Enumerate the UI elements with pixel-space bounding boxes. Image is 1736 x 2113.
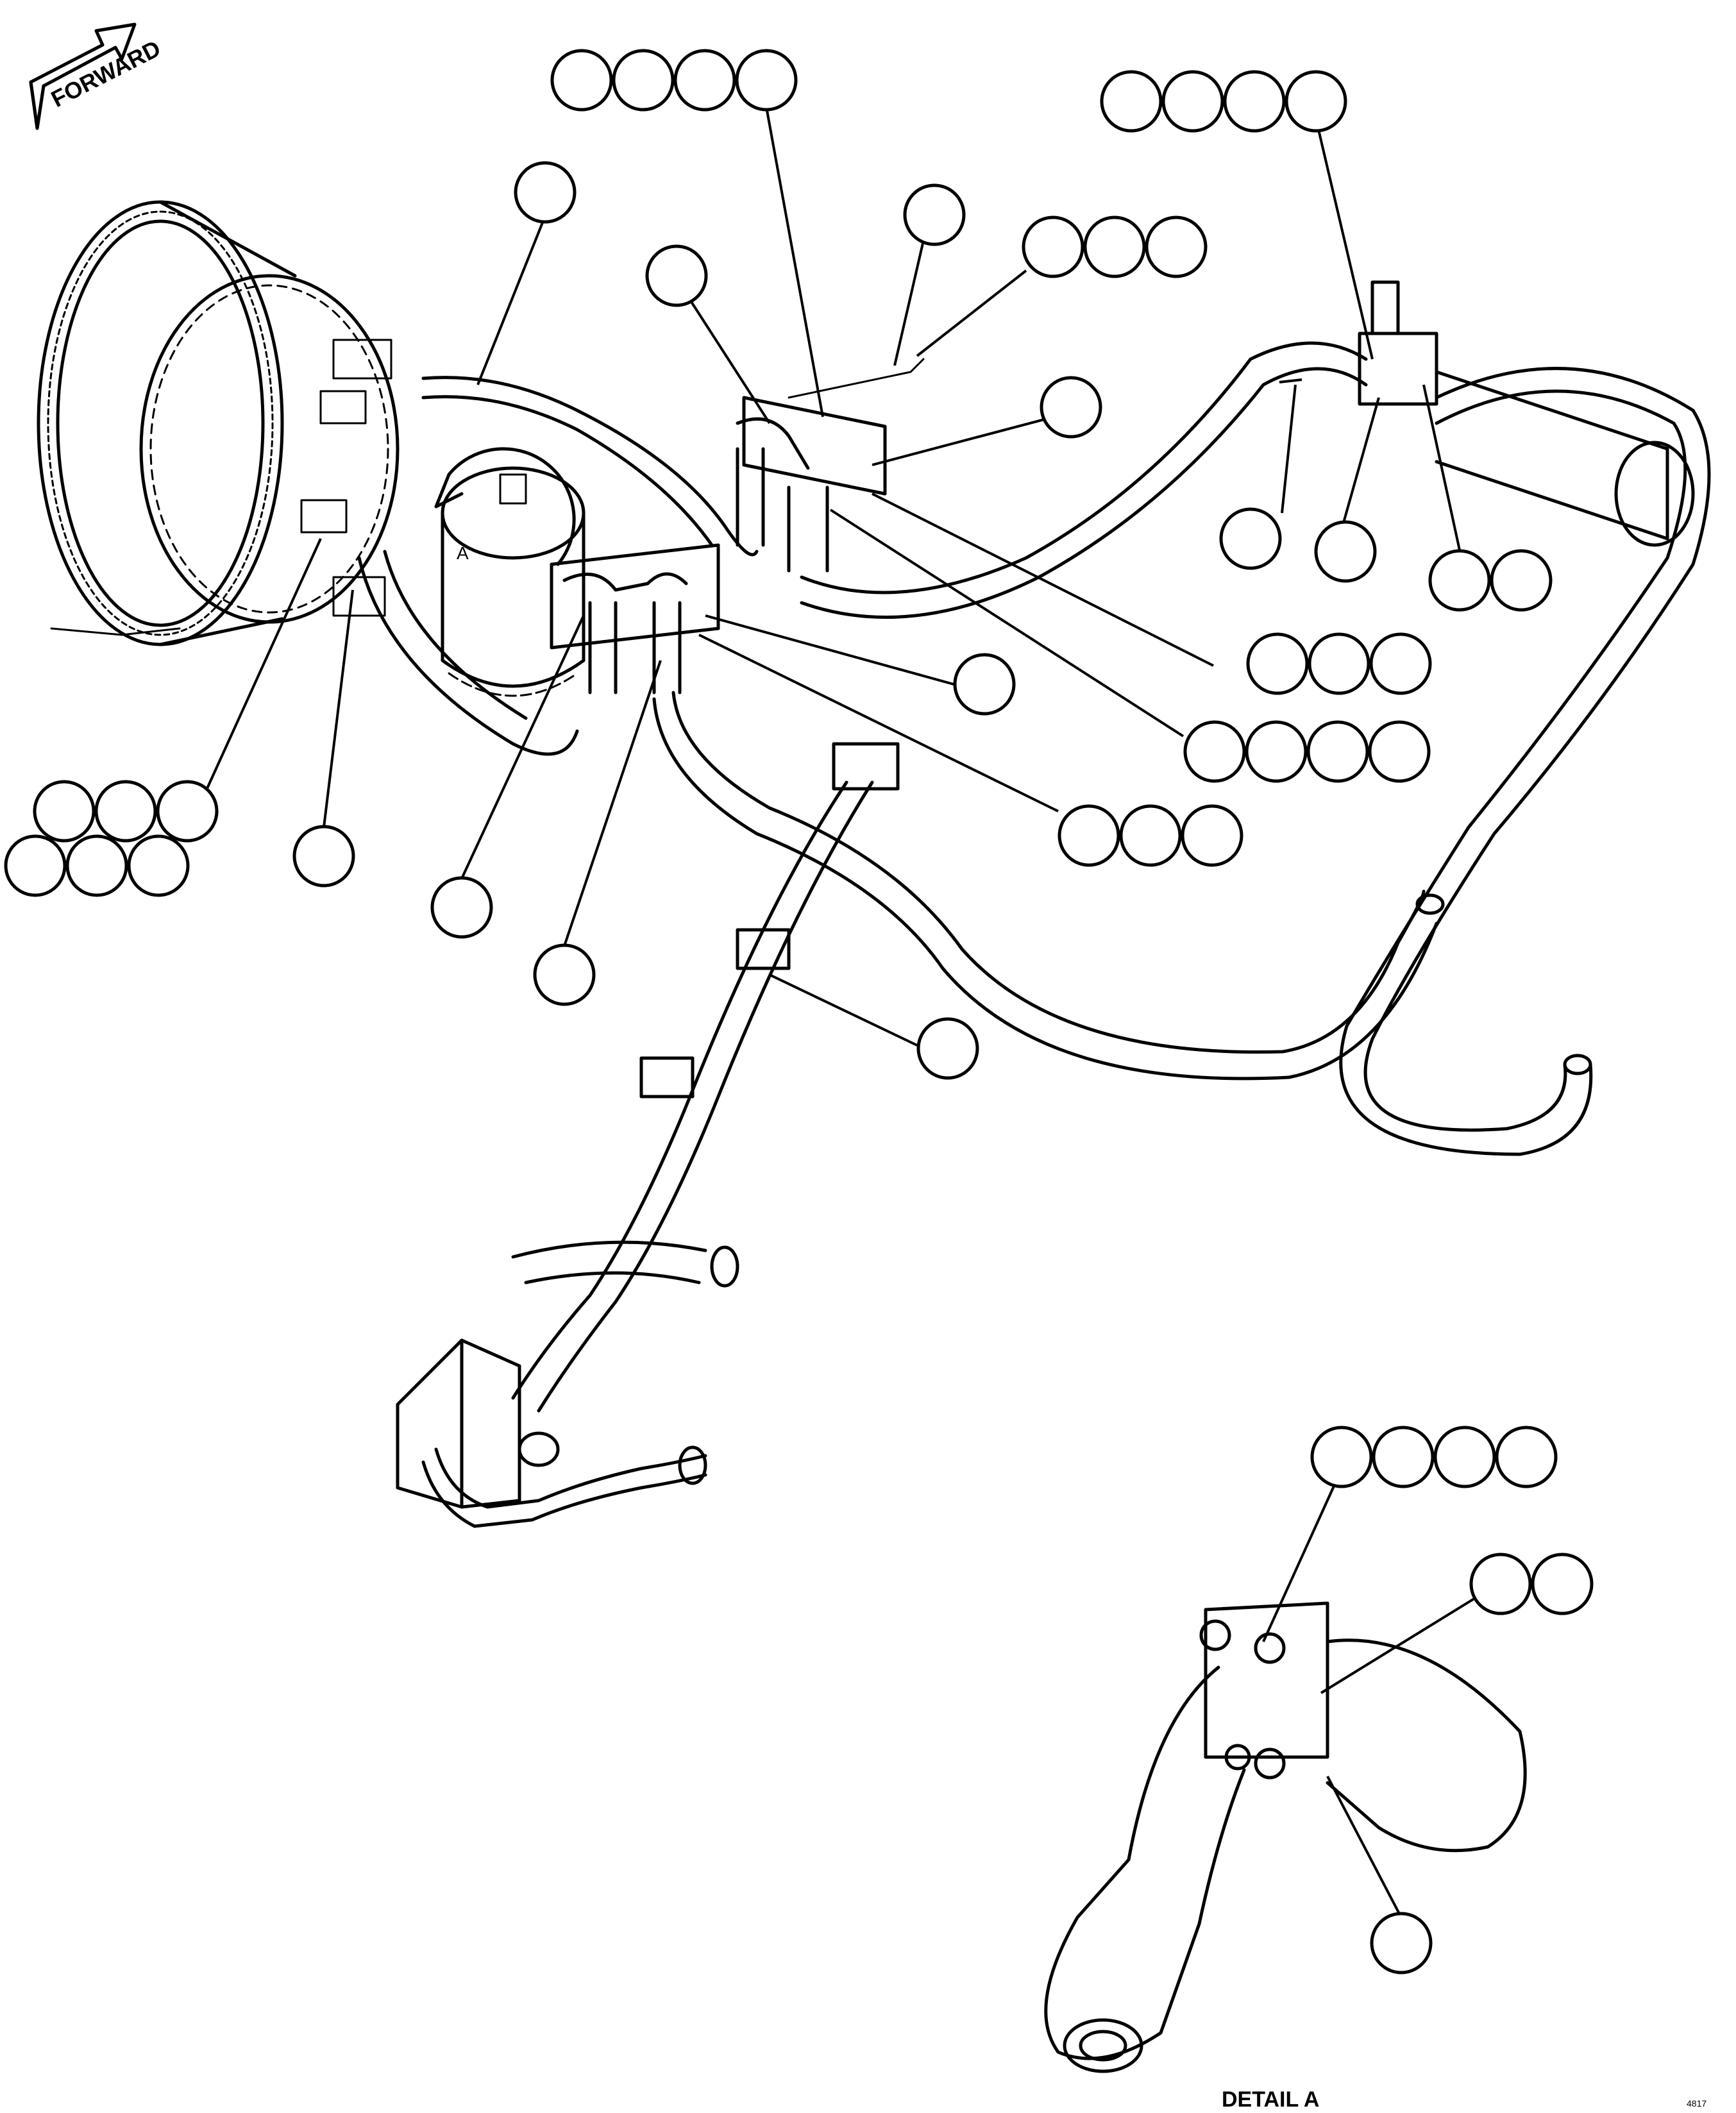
callout-balloon[interactable] <box>1490 549 1553 612</box>
callout-balloon[interactable] <box>1183 720 1246 783</box>
callout-balloon[interactable] <box>916 1017 979 1080</box>
manifold-bracket <box>550 543 720 695</box>
callout-balloon[interactable] <box>673 49 736 112</box>
callout-balloon[interactable] <box>1433 1426 1496 1488</box>
callout-balloon[interactable] <box>514 161 577 224</box>
callout-balloon[interactable] <box>1370 1912 1433 1974</box>
callout-balloon[interactable] <box>1372 1426 1435 1488</box>
callout-balloon[interactable] <box>33 780 96 843</box>
callout-balloon[interactable] <box>1314 520 1377 583</box>
right-valve-body <box>1358 280 1695 547</box>
callout-balloon[interactable] <box>1181 804 1243 867</box>
callout-balloon[interactable] <box>533 943 596 1006</box>
callout-balloon[interactable] <box>1083 215 1146 278</box>
callout-balloon[interactable] <box>156 780 219 843</box>
callout-balloon[interactable] <box>1531 1553 1594 1615</box>
callout-balloon[interactable] <box>1223 70 1286 133</box>
callout-balloon[interactable] <box>550 49 613 112</box>
callout-balloon[interactable] <box>645 244 708 307</box>
callout-balloon[interactable] <box>65 834 128 897</box>
detail-a-drawing <box>1044 1601 1527 2073</box>
figure-number: 4817 <box>1687 2098 1707 2109</box>
ring-gear-assembly <box>37 200 400 646</box>
callout-balloon[interactable] <box>1161 70 1224 133</box>
callout-balloon[interactable] <box>1306 720 1369 783</box>
callout-balloon[interactable] <box>1368 720 1431 783</box>
callout-balloon[interactable] <box>430 876 493 939</box>
callout-balloon[interactable] <box>1469 1553 1532 1615</box>
callout-balloon[interactable] <box>1308 632 1370 695</box>
callout-balloon[interactable] <box>1219 507 1282 570</box>
lower-box-assembly <box>396 1338 707 1528</box>
detail-callout-label: A <box>457 543 469 563</box>
callout-balloon[interactable] <box>1119 804 1182 867</box>
callout-balloon[interactable] <box>1245 720 1308 783</box>
callout-balloon[interactable] <box>4 834 67 897</box>
callout-balloon[interactable] <box>1285 70 1347 133</box>
hose-network <box>357 341 1711 1413</box>
callout-balloon[interactable] <box>127 834 190 897</box>
detail-a-caption: DETAIL A <box>1222 2087 1319 2112</box>
turbine-housing <box>434 447 586 697</box>
callout-balloon[interactable] <box>1145 215 1208 278</box>
callout-balloon[interactable] <box>1040 376 1102 439</box>
callout-balloon[interactable] <box>292 825 355 888</box>
callout-balloon[interactable] <box>612 49 675 112</box>
callout-balloon[interactable] <box>1428 549 1491 612</box>
upper-bracket <box>736 358 925 573</box>
callout-balloon[interactable] <box>1246 632 1309 695</box>
callout-balloon[interactable] <box>1369 632 1432 695</box>
callout-balloon[interactable] <box>903 183 966 246</box>
callout-balloon[interactable] <box>1100 70 1163 133</box>
forward-arrow: FORWARD <box>29 22 165 130</box>
callout-balloon[interactable] <box>1310 1426 1373 1488</box>
callout-balloon[interactable] <box>94 780 157 843</box>
callout-balloon[interactable] <box>1495 1426 1558 1488</box>
item-balloons <box>4 49 1594 1974</box>
callout-balloon[interactable] <box>735 49 798 112</box>
callout-balloon[interactable] <box>953 653 1016 716</box>
callout-balloon[interactable] <box>1058 804 1120 867</box>
callout-balloon[interactable] <box>1022 215 1084 278</box>
leader-lines <box>201 106 1499 1918</box>
